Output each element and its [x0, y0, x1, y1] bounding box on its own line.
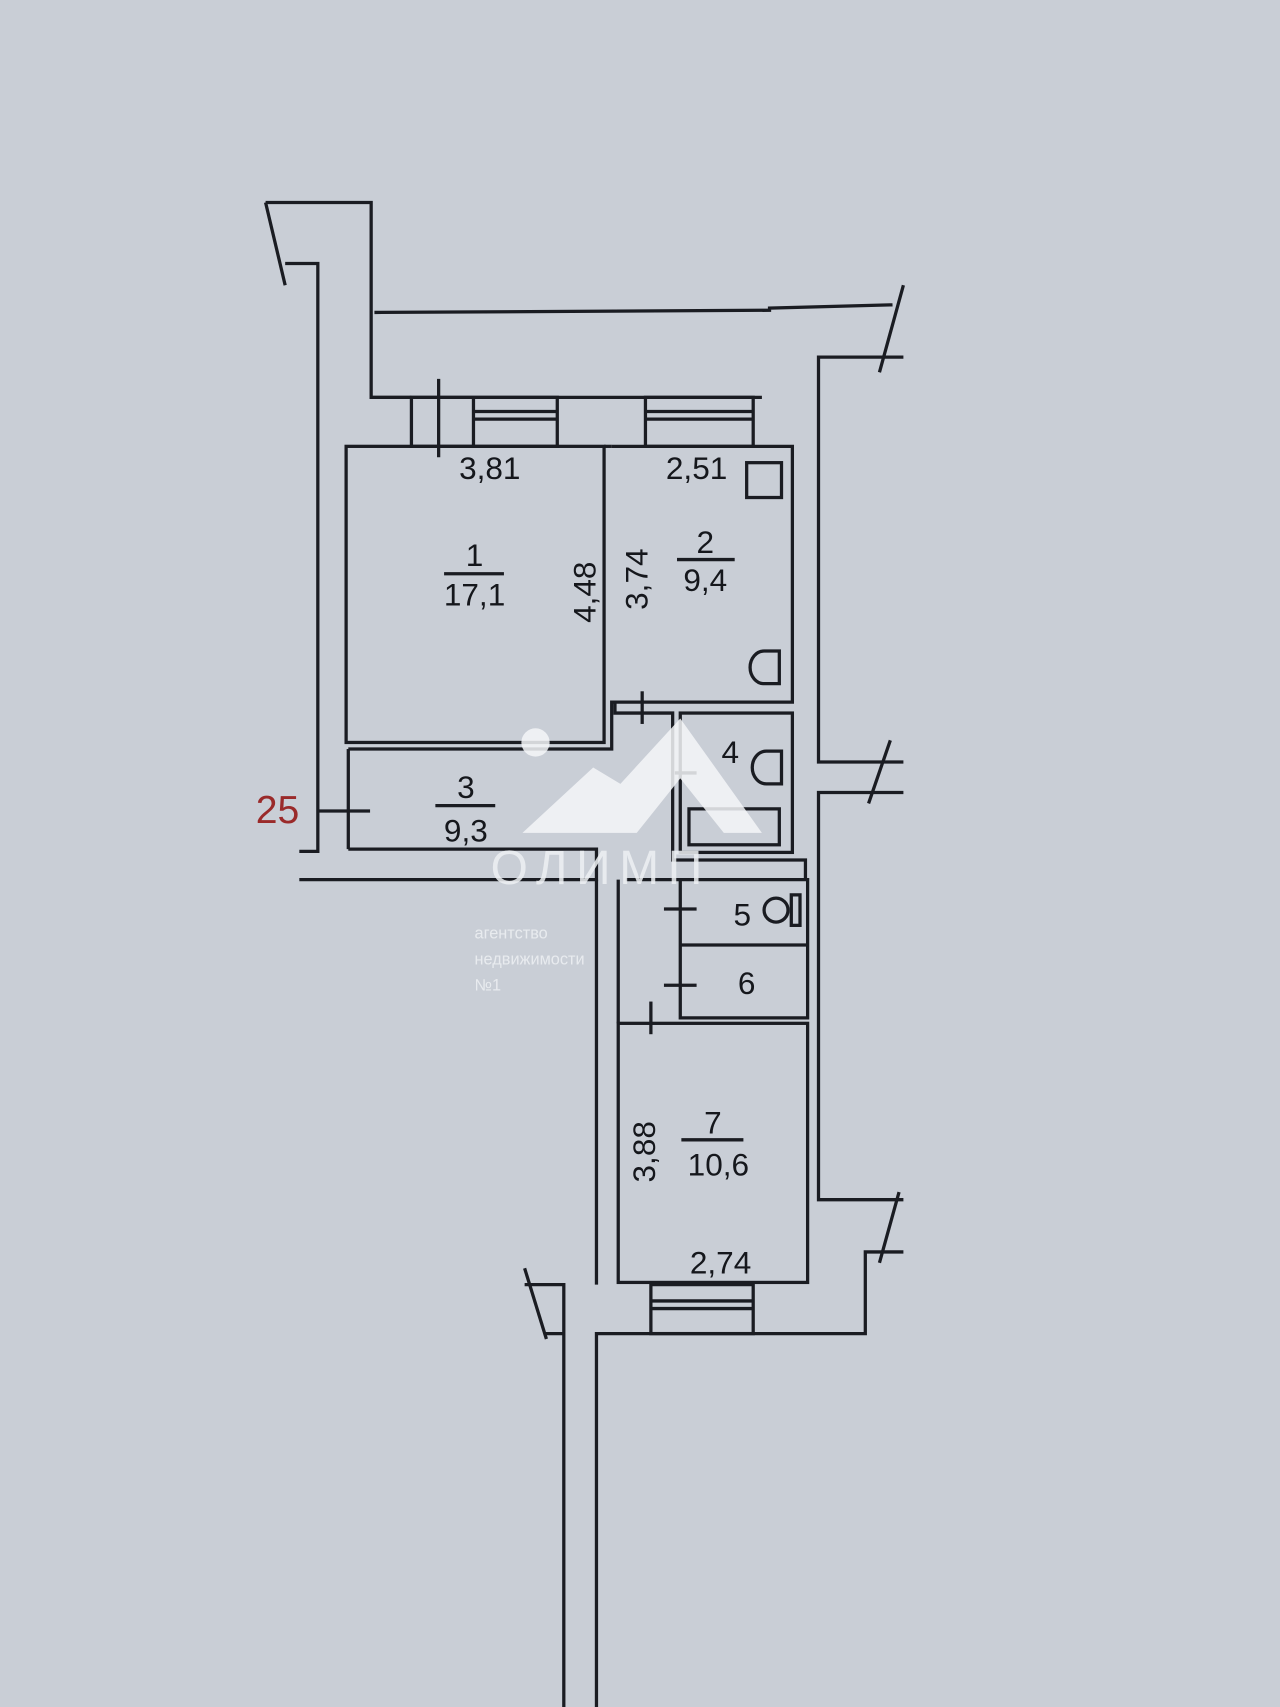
room4-number: 4 [722, 734, 740, 770]
watermark-line1: агентство [475, 924, 548, 942]
room3-area: 9,3 [444, 813, 488, 849]
room5-number: 5 [734, 896, 752, 932]
room7-area: 10,6 [688, 1147, 749, 1183]
washbasin-icon [750, 749, 784, 786]
room7-length: 3,88 [626, 1121, 662, 1182]
room1-width: 3,81 [459, 450, 520, 486]
window [409, 395, 559, 448]
room7-number: 7 [704, 1104, 722, 1140]
room-1 [344, 444, 606, 745]
room6-number: 6 [738, 965, 756, 1001]
room3-number: 3 [457, 769, 475, 805]
room2-length: 3,74 [619, 548, 655, 609]
watermark-brand: ОЛИМП [491, 842, 711, 895]
room7-width: 2,74 [690, 1245, 751, 1281]
watermark-line2: недвижимости [475, 951, 585, 969]
apartment-number: 25 [256, 789, 300, 832]
stove-icon [745, 461, 784, 500]
room1-length: 4,48 [566, 562, 602, 623]
watermark-logo: ОЛИМП агентство недвижимости №1 [475, 718, 762, 995]
room-4 [678, 711, 795, 855]
toilet-icon [762, 896, 790, 924]
room2-width: 2,51 [666, 450, 727, 486]
sink-icon [748, 649, 781, 686]
walls [263, 200, 905, 1707]
labels: 3,81 1 17,1 4,48 2,51 3,74 2 9,4 3 9,3 4… [256, 450, 756, 1281]
room2-area: 9,4 [683, 562, 727, 598]
room1-area: 17,1 [444, 576, 505, 612]
room-7 [616, 1021, 810, 1285]
room2-number: 2 [697, 524, 715, 560]
mountain-logo-icon [522, 718, 762, 833]
window [643, 395, 755, 448]
watermark-line3: №1 [475, 977, 502, 995]
room1-number: 1 [466, 537, 484, 573]
